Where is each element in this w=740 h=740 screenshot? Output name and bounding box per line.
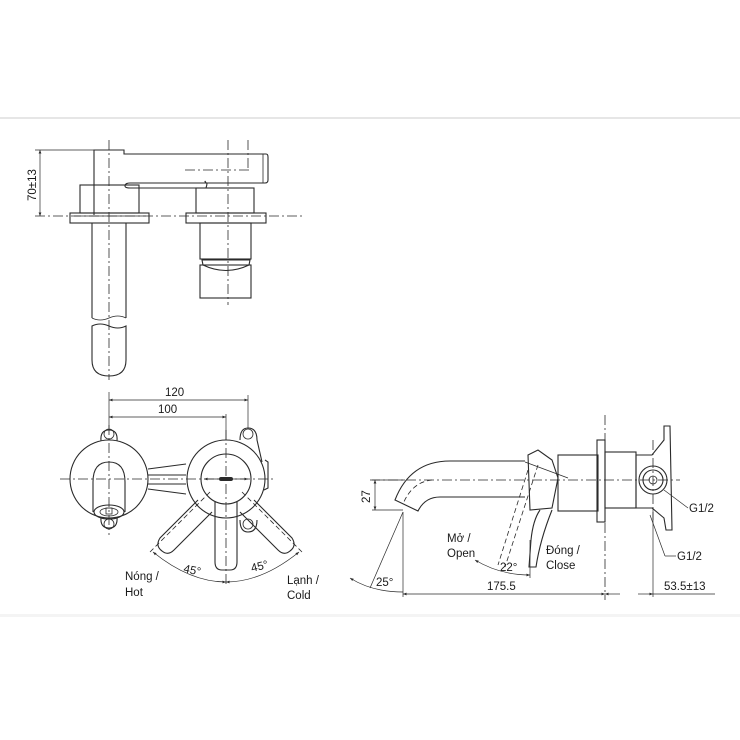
close-label-line2: Close [546, 560, 575, 572]
open-label-line1: Mở / [447, 533, 471, 545]
footer-divider [0, 614, 740, 617]
top-dim-120: 120 [165, 387, 184, 399]
cold-label-line2: Cold [287, 590, 311, 602]
length-dim: 175.5 [487, 581, 516, 593]
cold-angle: 45° [250, 559, 270, 575]
top-dim-100: 100 [158, 404, 177, 416]
depth-dim: 53.5±13 [664, 581, 706, 593]
lever-angle: 22° [500, 562, 517, 574]
thread-label-1: G1/2 [689, 503, 714, 515]
close-label-line1: Đóng / [546, 545, 581, 557]
spout-angle: 25° [376, 577, 393, 589]
cold-label-line1: Lạnh / [287, 575, 320, 587]
open-label-line2: Open [447, 548, 475, 560]
thread-label-2: G1/2 [677, 551, 702, 563]
top-view: 120 100 [60, 387, 320, 602]
front-view: 70±13 [27, 140, 305, 380]
header-divider [0, 117, 740, 119]
hot-label-line2: Hot [125, 587, 144, 599]
hot-angle: 45° [182, 563, 202, 578]
spout-height-dim: 27 [361, 490, 373, 503]
hot-label-line1: Nóng / [125, 571, 160, 583]
side-view: 27 G1/2 G1/2 25° 22° Mở / Open [349, 415, 715, 600]
front-height-dim: 70±13 [27, 169, 39, 201]
